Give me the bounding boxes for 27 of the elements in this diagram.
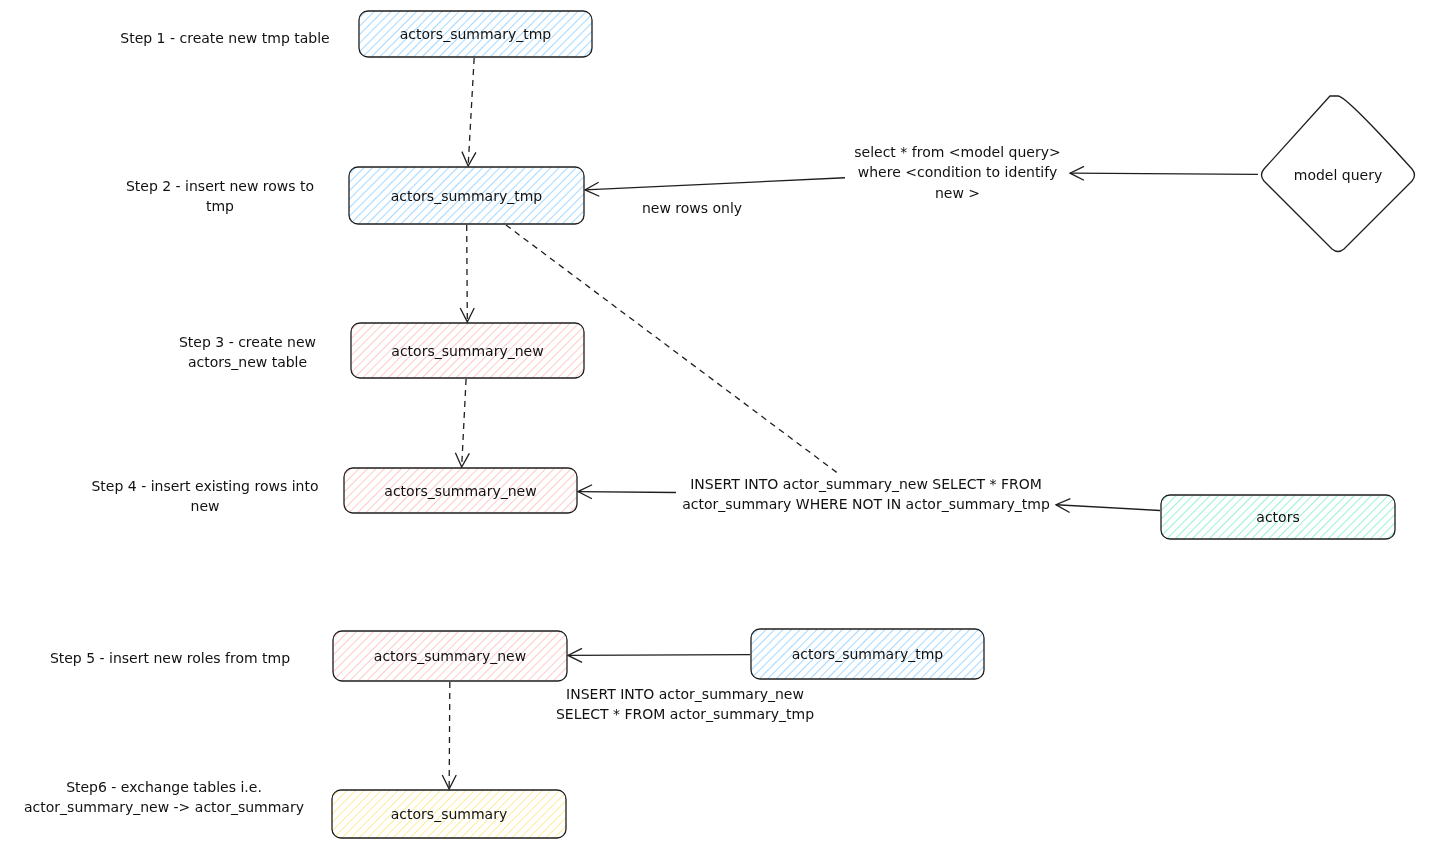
query-text: INSERT INTO actor_summary_new SELECT * FROM actor_summary WHERE NOT IN actor_summary_tmp: [676, 474, 1056, 515]
arrow: [461, 57, 477, 167]
arrow: [454, 378, 470, 468]
arrow: [441, 681, 457, 790]
step-label: Step 2 - insert new rows to tmp: [124, 177, 316, 217]
query-text: select * from <model query> where <condition to identify new >: [845, 142, 1070, 203]
arrow: [1069, 165, 1259, 181]
step-label: Step 5 - insert new roles from tmp: [48, 649, 292, 668]
table-box: actors_summary_tmp: [358, 10, 593, 58]
arrow: [459, 224, 475, 323]
arrow: [1055, 497, 1161, 514]
step-label: Step6 - exchange tables i.e. actor_summary_new -> actor_summary: [23, 778, 305, 818]
table-box: actors_summary: [331, 789, 567, 839]
table-box: actors_summary_new: [343, 467, 578, 514]
table-box: actors_summary_tmp: [348, 166, 585, 225]
table-box: actors_summary_tmp: [750, 628, 985, 680]
arrow: [567, 647, 751, 663]
decision-diamond: model query: [1258, 95, 1418, 255]
table-box: actors: [1160, 494, 1396, 540]
table-box: actors_summary_new: [332, 630, 568, 682]
table-box: actors_summary_new: [350, 322, 585, 379]
step-label: Step 3 - create new actors_new table: [178, 333, 317, 373]
arrow: [577, 484, 677, 500]
arrow: [584, 177, 846, 197]
step-label: Step 4 - insert existing rows into new: [90, 477, 320, 517]
step-label: Step 1 - create new tmp table: [119, 29, 331, 48]
connector-line: [505, 224, 840, 475]
